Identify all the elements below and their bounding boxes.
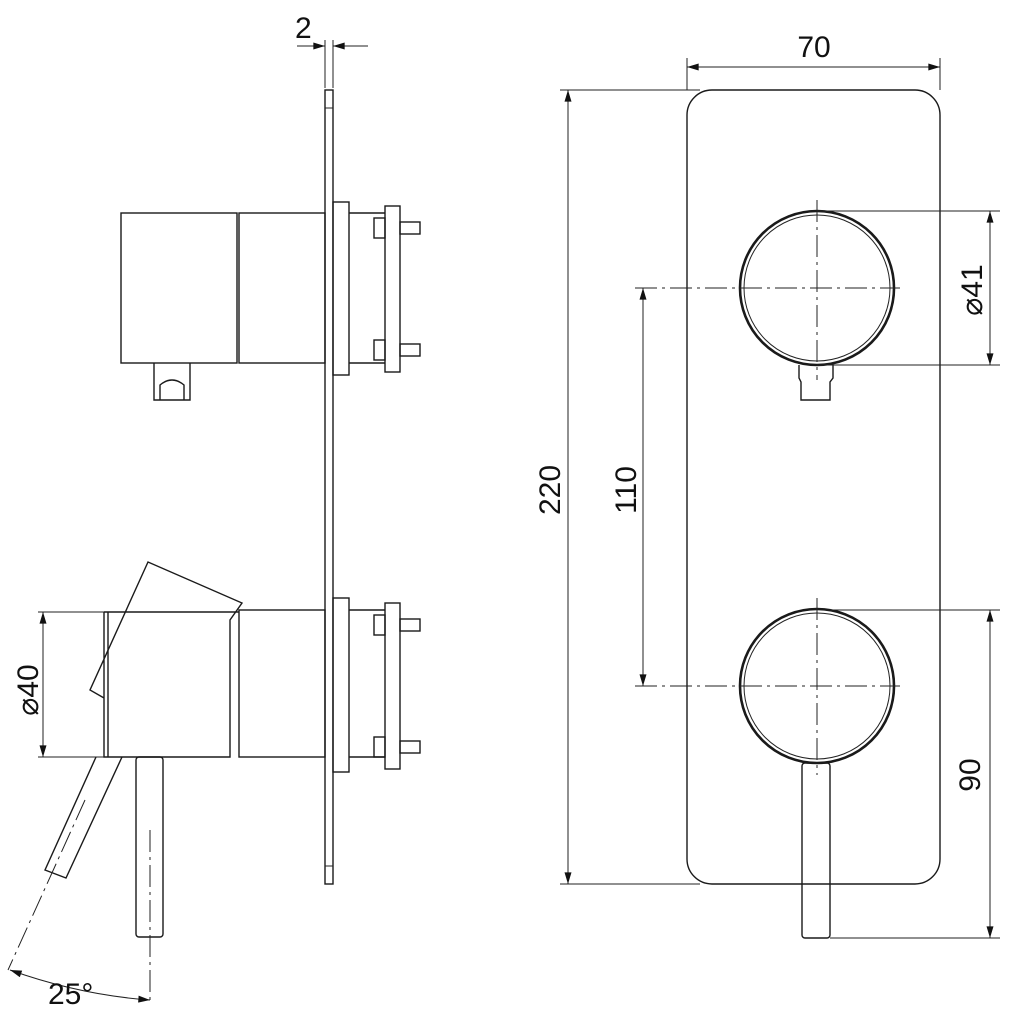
- dim-plate-thickness: 2: [295, 12, 312, 45]
- front-view: [560, 58, 1000, 939]
- dim-lever-angle: 25°: [48, 978, 93, 1011]
- diverter-tab-side: [153, 363, 191, 401]
- dim-lever-offset: 90: [954, 758, 987, 791]
- diverter-body-side: [238, 212, 326, 364]
- wall-plate-side: [324, 89, 334, 885]
- dim-plate-height: 220: [534, 465, 567, 515]
- wall-plate-front: [686, 89, 941, 885]
- dim-centre-distance: 110: [610, 466, 643, 514]
- flange-bottom: [332, 597, 350, 773]
- lever-angled: [44, 756, 123, 879]
- dim-plate-width: 70: [797, 31, 830, 64]
- mixer-body-side: [238, 609, 326, 758]
- dim-knob-diameter: ⌀41: [956, 264, 989, 315]
- side-view: [7, 40, 421, 1003]
- diverter-tab-front: [798, 365, 834, 401]
- dim-body-diameter: ⌀40: [12, 664, 45, 715]
- diverter-knob-side: [120, 212, 238, 364]
- mixer-handle-side: [89, 561, 244, 758]
- flange-top: [332, 201, 350, 376]
- lever-front: [801, 762, 831, 939]
